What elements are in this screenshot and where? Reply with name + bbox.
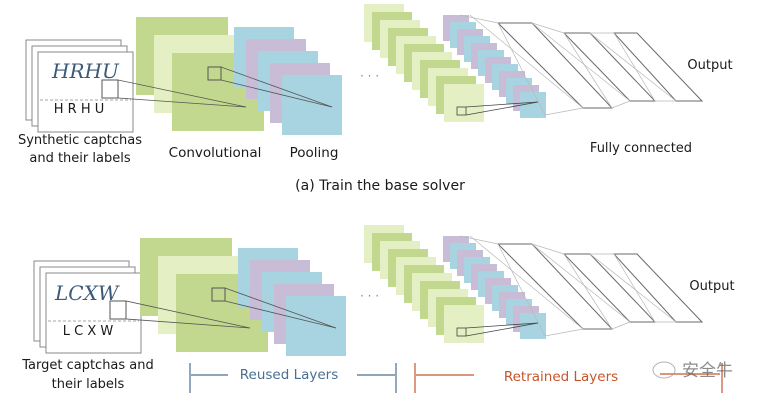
convolutional-label: Convolutional <box>169 145 262 161</box>
receptive-field-box <box>456 327 467 337</box>
connection-line <box>465 101 539 108</box>
panel-a-caption: (a) Train the base solver <box>295 178 465 194</box>
fc-layer <box>562 253 657 323</box>
receptive-field-box <box>456 106 467 116</box>
connection-line <box>465 101 539 116</box>
panel-a-train-base-solver <box>25 4 704 135</box>
captcha-label-text: L C X W <box>63 324 114 339</box>
output-label: Output <box>687 58 732 73</box>
wechat-icon <box>652 361 676 379</box>
input-caption-line2: their labels <box>52 377 125 392</box>
receptive-field-box <box>211 287 226 302</box>
pool-feature-map <box>282 75 342 135</box>
deep-conv-map <box>444 305 484 343</box>
fc-connection <box>531 243 631 323</box>
fc-layer <box>612 253 704 323</box>
input-caption-line1: Synthetic captchas <box>18 133 142 148</box>
fc-connection <box>531 22 565 34</box>
retrained-layers-label: Retrained Layers <box>504 369 618 385</box>
fc-connection <box>611 100 631 109</box>
fc-connection <box>613 253 656 323</box>
deep-conv-map <box>444 84 484 122</box>
fc-connection <box>469 14 584 109</box>
fc-connection <box>497 243 546 337</box>
fully-connected-layers <box>459 235 704 337</box>
fc-connection <box>589 32 677 102</box>
fc-layer <box>562 32 657 102</box>
deep-pool-map <box>520 313 546 339</box>
fully-connected-label: Fully connected <box>590 141 692 156</box>
fc-connection <box>497 22 546 116</box>
output-label: Output <box>689 279 734 294</box>
receptive-field-box <box>101 79 119 99</box>
fc-connection <box>544 328 584 337</box>
receptive-field-box <box>207 66 222 81</box>
fc-layer <box>612 32 704 102</box>
deep-pool-map <box>520 92 546 118</box>
fc-connection <box>531 243 565 255</box>
receptive-field-box <box>109 300 127 320</box>
ellipsis: · · · <box>360 69 379 83</box>
fc-connection <box>531 22 631 102</box>
input-caption-line2: and their labels <box>29 151 130 166</box>
fc-connection <box>459 235 499 245</box>
captcha-label-text: H R H U <box>54 102 105 117</box>
connection-line <box>220 79 333 108</box>
fc-connection <box>544 107 584 116</box>
connection-line <box>125 300 251 329</box>
fully-connected-layers <box>459 14 704 116</box>
pool-feature-map <box>286 296 346 356</box>
ellipsis: · · · <box>360 289 379 303</box>
fc-connection <box>469 235 584 330</box>
watermark-text: 安全牛 <box>682 361 733 381</box>
fc-connection <box>459 14 499 24</box>
panel-b-transfer <box>33 225 723 393</box>
captcha-card <box>45 272 142 354</box>
fc-connection <box>613 32 656 102</box>
connection-line <box>125 318 251 329</box>
connection-line <box>465 322 539 329</box>
connection-line <box>117 97 247 108</box>
fc-connection <box>563 32 613 109</box>
connection-line <box>465 322 539 337</box>
fc-connection <box>589 253 677 323</box>
pooling-label: Pooling <box>290 145 339 161</box>
input-caption-line1: Target captchas and <box>21 358 154 373</box>
connection-line <box>117 79 247 108</box>
fc-connection <box>563 253 613 330</box>
connection-line <box>224 300 337 329</box>
captcha-image-text: LCXW <box>54 281 120 305</box>
reused-layers-label: Reused Layers <box>240 367 339 383</box>
connection-line <box>224 287 337 329</box>
connection-line <box>220 66 333 108</box>
watermark: 安全牛 <box>652 361 733 381</box>
captcha-card <box>37 51 134 133</box>
captcha-image-text: HRHU <box>51 59 120 83</box>
fc-connection <box>611 321 631 330</box>
